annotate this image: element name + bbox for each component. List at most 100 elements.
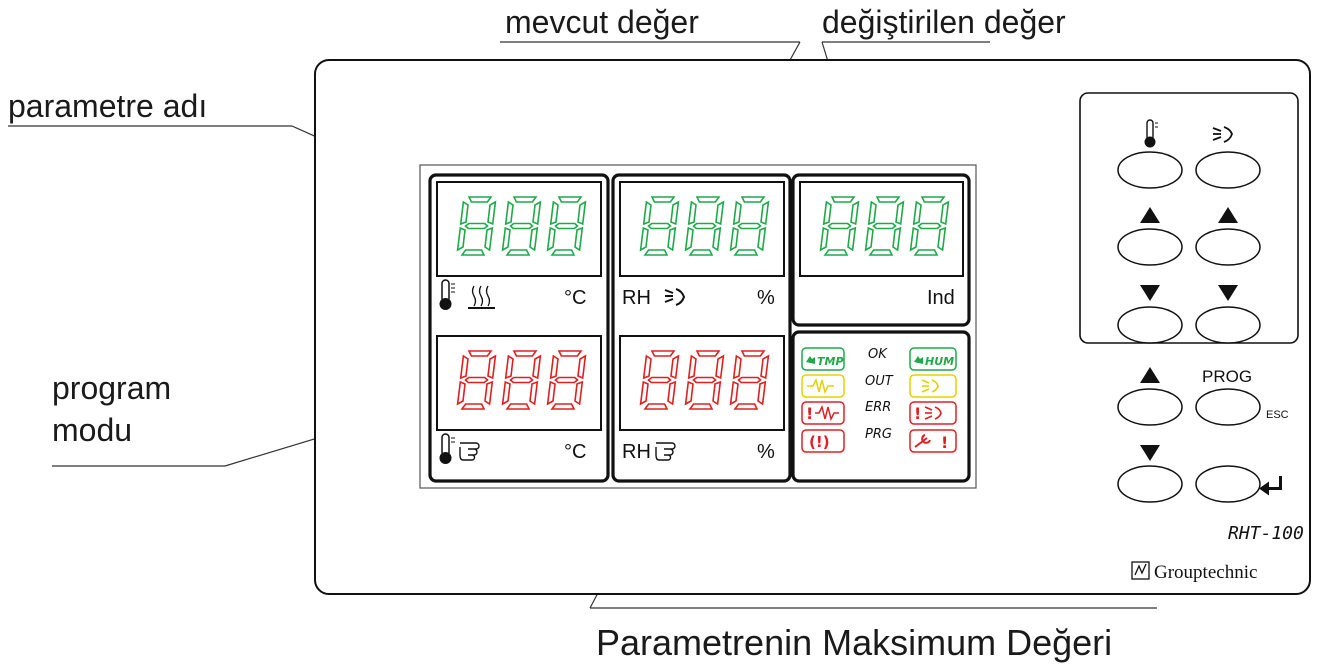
temp-prog-unit: °C xyxy=(564,441,586,463)
digit-segment xyxy=(504,354,514,380)
digit-segment xyxy=(712,226,722,252)
digit-segment xyxy=(647,222,672,230)
digit-segment xyxy=(867,200,877,226)
digit-segment xyxy=(667,380,677,406)
digit-segment xyxy=(688,403,714,410)
esc-label: ESC xyxy=(1266,409,1289,421)
digit-segment xyxy=(670,200,680,226)
digit-segment xyxy=(760,200,770,226)
digit-segment xyxy=(577,200,587,226)
digit-segment xyxy=(737,376,762,384)
hum-prog-unit: % xyxy=(757,441,775,463)
heater-icon xyxy=(468,285,495,309)
hum-alarm-badge: ! xyxy=(909,401,957,425)
digit-segment xyxy=(459,354,469,380)
digit-segment xyxy=(732,200,742,226)
label-program-modu-2: modu xyxy=(52,412,133,448)
hum-prog-digits xyxy=(639,350,770,410)
digit-segment xyxy=(920,196,946,203)
digit-segment xyxy=(830,196,856,203)
svg-text:!: ! xyxy=(914,404,921,423)
digit-segment xyxy=(643,249,669,256)
digit-segment xyxy=(550,403,576,410)
digit-segment xyxy=(459,200,469,226)
arrow-down-icon xyxy=(1140,285,1160,301)
digit-segment xyxy=(546,226,556,252)
digit-segment xyxy=(684,226,694,252)
up-button[interactable] xyxy=(1117,388,1183,426)
digit-segment xyxy=(456,226,466,252)
digit-segment xyxy=(456,380,466,406)
keypad-frame xyxy=(1079,92,1299,344)
digit-segment xyxy=(557,350,583,357)
digit-segment xyxy=(532,200,542,226)
digit-segment xyxy=(740,196,766,203)
ind-unit: Ind xyxy=(927,287,955,309)
temp-set-unit: °C xyxy=(564,287,586,309)
enter-button[interactable] xyxy=(1195,465,1261,503)
general-alarm-badge: (!) xyxy=(801,429,845,453)
hum-down-button[interactable] xyxy=(1195,306,1261,344)
arrow-down-icon xyxy=(1218,285,1238,301)
digit-segment xyxy=(692,376,717,384)
digit-segment xyxy=(550,249,576,256)
digit-segment xyxy=(729,380,739,406)
digit-segment xyxy=(715,354,725,380)
digit-segment xyxy=(760,354,770,380)
digit-segment xyxy=(823,249,849,256)
svg-text:(!): (!) xyxy=(809,433,830,451)
temp-down-button[interactable] xyxy=(1117,306,1183,344)
temp-up-button[interactable] xyxy=(1117,228,1183,266)
digit-segment xyxy=(667,226,677,252)
digit-segment xyxy=(872,222,897,230)
digit-segment xyxy=(642,200,652,226)
humidifier-icon xyxy=(1212,126,1233,143)
digit-segment xyxy=(554,222,579,230)
hum-select-button[interactable] xyxy=(1195,151,1261,189)
pointing-hand-icon xyxy=(655,442,676,461)
hum-label: HUM xyxy=(925,355,954,368)
digit-segment xyxy=(695,350,721,357)
pointing-hand-icon xyxy=(459,442,480,461)
temp-select-button[interactable] xyxy=(1117,151,1183,189)
digit-segment xyxy=(557,196,583,203)
digit-segment xyxy=(940,200,950,226)
tmp-ok-badge: TMP xyxy=(801,347,845,371)
digit-segment xyxy=(875,196,901,203)
status-prg: PRG xyxy=(865,427,892,442)
arrow-up-icon xyxy=(1218,207,1238,223)
digit-segment xyxy=(819,226,829,252)
digit-segment xyxy=(512,196,538,203)
hum-set-rh: RH xyxy=(622,287,651,309)
digit-segment xyxy=(737,222,762,230)
label-maksimum-deger: Parametrenin Maksimum Değeri xyxy=(596,622,1113,663)
digit-segment xyxy=(695,196,721,203)
digit-segment xyxy=(850,200,860,226)
digit-segment xyxy=(501,226,511,252)
digit-segment xyxy=(484,226,494,252)
digit-segment xyxy=(529,380,539,406)
prog-button[interactable] xyxy=(1195,388,1261,426)
arrow-up-icon xyxy=(1140,367,1160,383)
digit-segment xyxy=(757,380,767,406)
digit-segment xyxy=(512,350,538,357)
digit-segment xyxy=(464,222,489,230)
hum-up-button[interactable] xyxy=(1195,228,1261,266)
digit-segment xyxy=(715,200,725,226)
digit-segment xyxy=(688,249,714,256)
hum-set-unit: % xyxy=(757,287,775,309)
digit-segment xyxy=(650,350,676,357)
digit-segment xyxy=(549,200,559,226)
digit-segment xyxy=(642,354,652,380)
ind-digits xyxy=(819,196,950,256)
digit-segment xyxy=(505,403,531,410)
digit-segment xyxy=(692,222,717,230)
digit-segment xyxy=(509,222,534,230)
digit-segment xyxy=(687,354,697,380)
down-button[interactable] xyxy=(1117,465,1183,503)
digit-segment xyxy=(650,196,676,203)
digit-segment xyxy=(892,226,902,252)
temp-warning-badge xyxy=(801,374,845,398)
digit-segment xyxy=(864,226,874,252)
